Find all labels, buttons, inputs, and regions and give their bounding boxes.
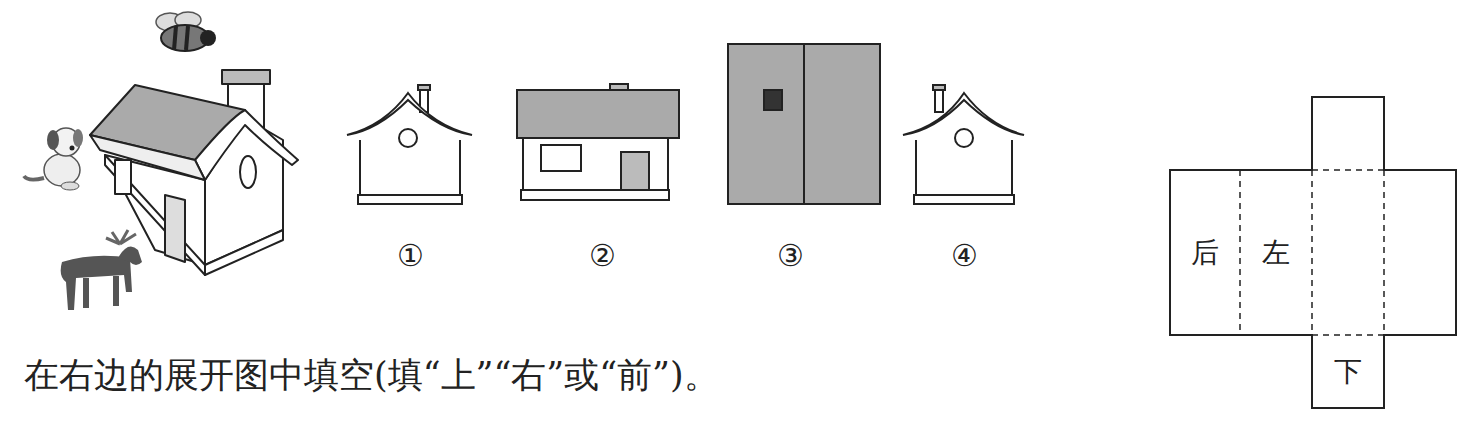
back-view <box>903 85 1024 204</box>
house-3d <box>90 70 298 275</box>
face-label: 左 <box>1262 234 1290 272</box>
callout-number: ③ <box>777 238 804 273</box>
side-view <box>517 84 679 200</box>
face-label: 后 <box>1191 234 1219 272</box>
bee <box>156 12 216 51</box>
callout-number: ④ <box>951 238 978 273</box>
net-face-cell: 后 <box>1172 172 1238 333</box>
dog <box>24 128 83 190</box>
face-label: 下 <box>1334 353 1362 391</box>
net-face-cell: 左 <box>1242 172 1310 333</box>
callout-number: ② <box>589 238 616 273</box>
top-view <box>728 44 880 204</box>
net-face-cell: 下 <box>1314 337 1382 406</box>
moose <box>61 230 142 310</box>
cube-net <box>1170 97 1456 408</box>
front-view <box>347 85 472 204</box>
instruction-text: 在右边的展开图中填空(填“上”“右”或“前”)。 <box>24 352 719 399</box>
callout-number: ① <box>397 238 424 273</box>
